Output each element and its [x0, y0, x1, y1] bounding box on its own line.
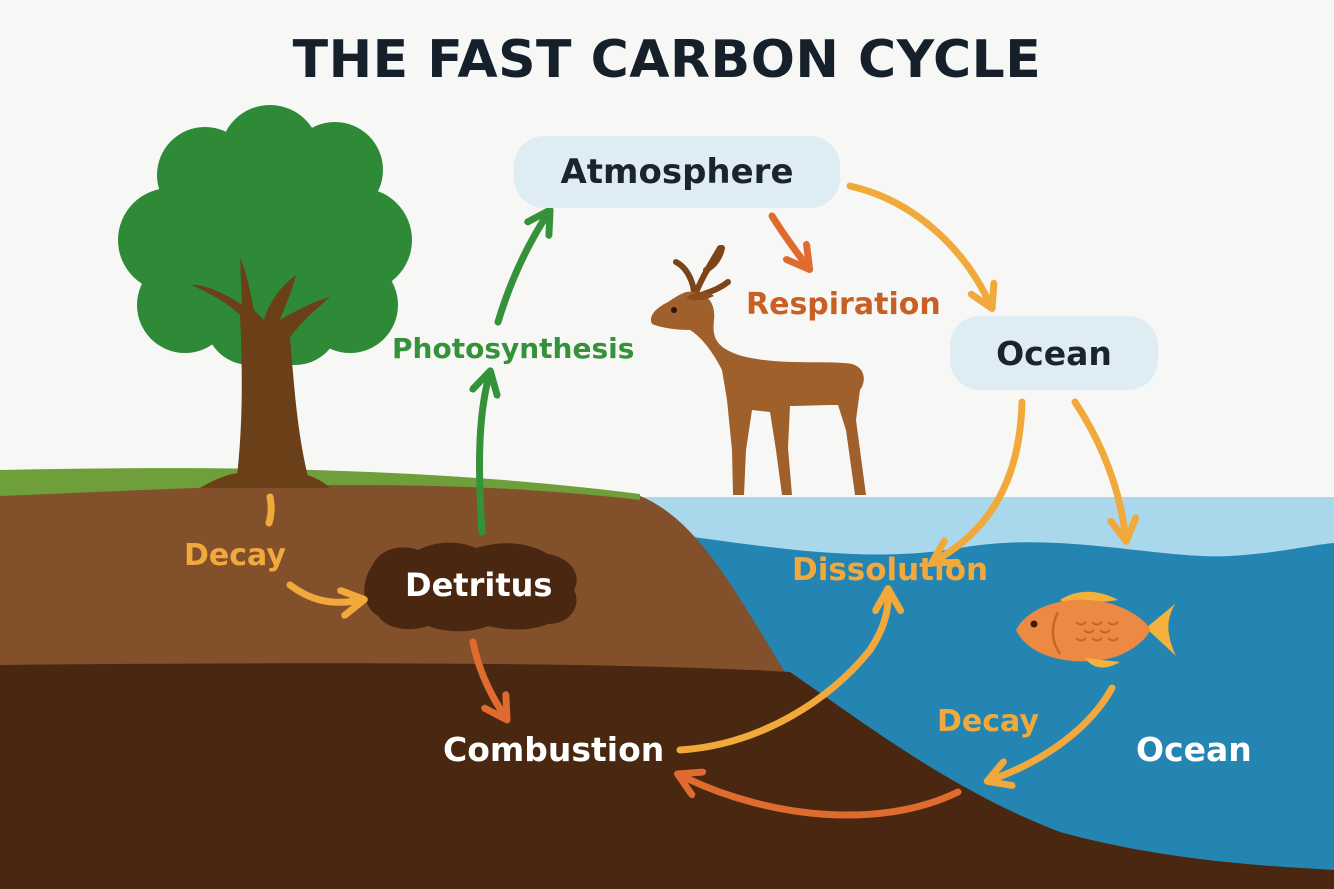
diagram-title: THE FAST CARBON CYCLE — [0, 30, 1334, 90]
tree-icon — [118, 105, 412, 488]
node-combustion: Combustion — [443, 730, 664, 769]
node-atmosphere: Atmosphere — [514, 136, 840, 208]
respiration-arrow — [772, 216, 804, 262]
node-atmosphere-label: Atmosphere — [560, 152, 793, 192]
deer-icon — [651, 248, 866, 495]
process-decay-ocean: Decay — [937, 704, 1039, 739]
node-detritus: Detritus — [405, 566, 552, 604]
process-dissolution: Dissolution — [792, 552, 988, 588]
node-ocean-top: Ocean — [950, 316, 1158, 390]
process-decay-land: Decay — [184, 538, 286, 573]
process-respiration: Respiration — [746, 287, 941, 322]
process-photosynthesis: Photosynthesis — [392, 332, 634, 365]
atmosphere-to-ocean-arrow — [850, 186, 988, 300]
photosynthesis-arrow-upper — [498, 218, 545, 322]
node-ocean-bottom: Ocean — [1136, 730, 1252, 769]
node-ocean-top-label: Ocean — [996, 334, 1112, 373]
